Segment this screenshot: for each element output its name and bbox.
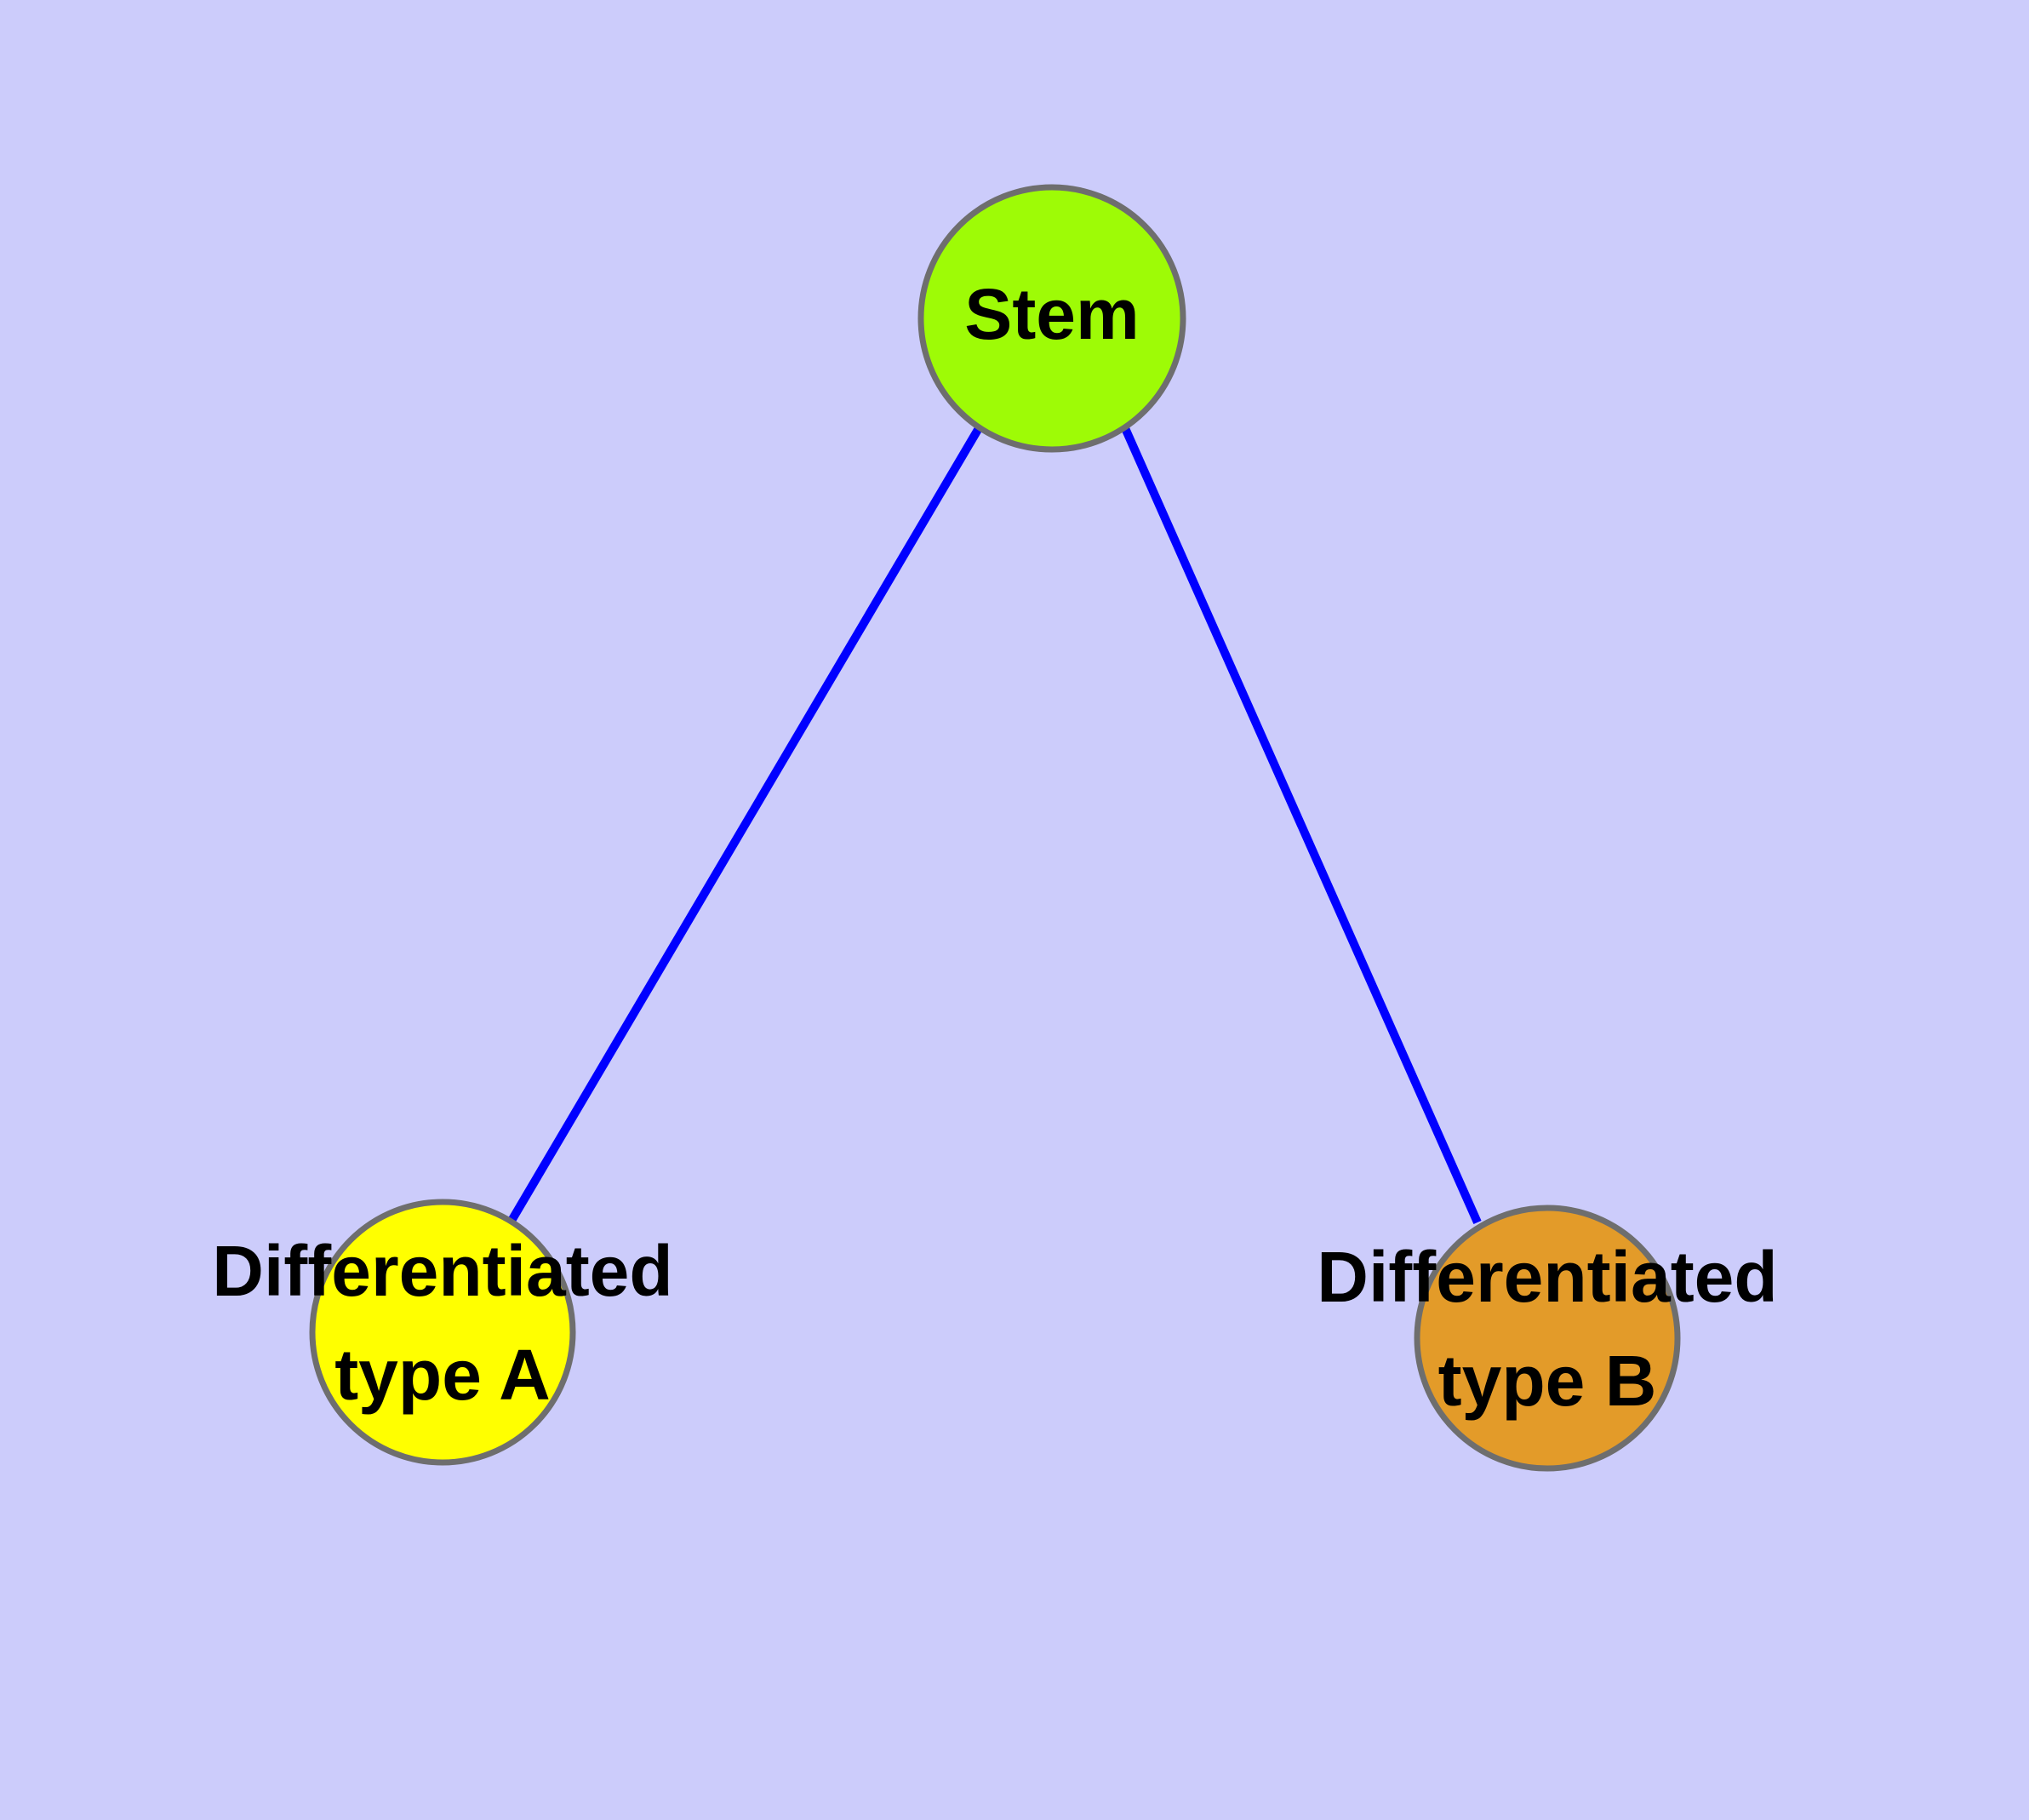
node-circle-stem[interactable] [917,184,1186,453]
node-differentiated-type-a[interactable] [309,1199,576,1466]
node-stem[interactable] [917,184,1186,453]
node-label-differentiated-type-b-line1: Differentiated [1317,1237,1777,1317]
node-label-differentiated-type-a-line1: Differentiated [212,1231,672,1311]
edge-stem-to-differentiated-type-a[interactable] [507,426,983,1223]
node-differentiated-type-b[interactable] [1414,1205,1681,1472]
edge-stem-to-differentiated-type-b[interactable] [1121,426,1482,1225]
label-layer: Stem Differentiated type A Differentiate… [212,274,1777,1421]
node-label-stem: Stem [964,274,1139,354]
edge-layer [507,426,1482,1225]
node-label-differentiated-type-a-line2: type A [334,1335,551,1415]
node-circle-differentiated-type-a[interactable] [309,1199,576,1466]
node-circle-differentiated-type-b[interactable] [1414,1205,1681,1472]
node-label-differentiated-type-b-line2: type B [1438,1341,1657,1421]
